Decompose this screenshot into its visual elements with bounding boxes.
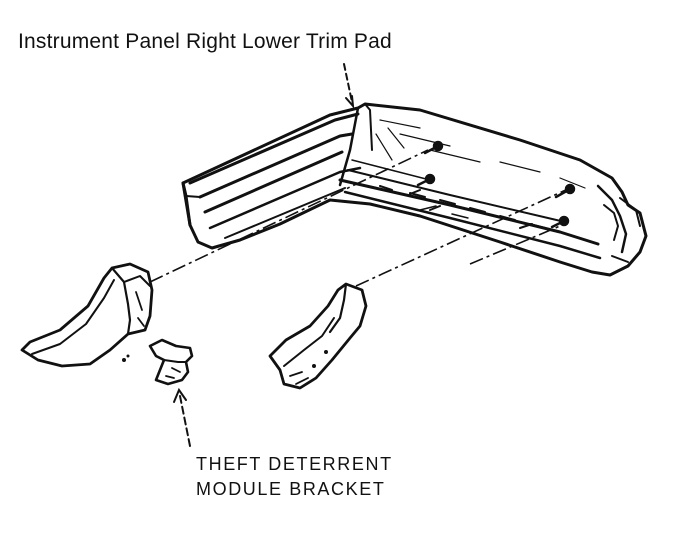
left-mounting-bracket (20, 262, 154, 368)
trim-pad-label: Instrument Panel Right Lower Trim Pad (18, 30, 392, 53)
bracket-label-line1: THEFT DETERRENT (196, 454, 393, 474)
leader-lines (173, 63, 355, 447)
alignment-lines (149, 149, 571, 287)
trim-pad (181, 102, 648, 277)
bracket-label-line2: MODULE BRACKET (196, 479, 386, 499)
theft-deterrent-module-bracket (148, 338, 194, 386)
right-mounting-bracket (268, 282, 368, 390)
bracket-label: THEFT DETERRENT MODULE BRACKET (196, 452, 393, 502)
mounting-bolts (409, 140, 576, 229)
